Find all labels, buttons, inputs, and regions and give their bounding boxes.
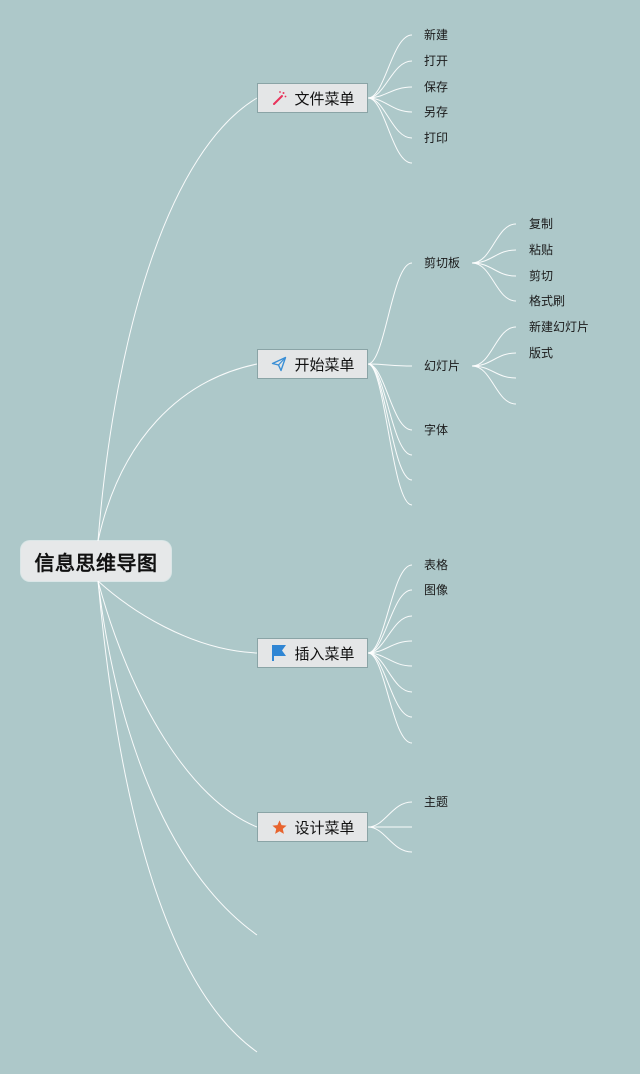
- connector-insert-6: [367, 652, 413, 693]
- connector-clipboard-4: [471, 262, 517, 302]
- connector-insert-3: [367, 615, 413, 654]
- connector-start-empty-3: [367, 363, 413, 506]
- connector-insert-4: [367, 640, 413, 654]
- leaf-copy[interactable]: 复制: [529, 217, 554, 231]
- connector-root-empty-1: [97, 580, 258, 936]
- connector-clipboard-2: [471, 249, 517, 264]
- connector-slides-2: [471, 352, 517, 367]
- branch-node-design-menu[interactable]: 设计菜单: [257, 812, 368, 842]
- paper-plane-icon: [270, 355, 288, 373]
- subnode-font[interactable]: 字体: [424, 423, 449, 437]
- connector-insert-1: [367, 564, 413, 654]
- connector-slides-4: [471, 365, 517, 405]
- leaf-image[interactable]: 图像: [424, 583, 449, 597]
- leaf-new[interactable]: 新建: [424, 28, 449, 42]
- connector-insert-7: [367, 652, 413, 718]
- flag-icon: [270, 644, 288, 662]
- connector-root-start: [97, 363, 258, 542]
- branch-label: 设计菜单: [294, 818, 355, 837]
- leaf-print[interactable]: 打印: [424, 131, 449, 145]
- branch-label: 文件菜单: [294, 89, 355, 108]
- leaf-save-as[interactable]: 另存: [424, 105, 449, 119]
- connector-root-design: [97, 580, 258, 828]
- leaf-new-slide[interactable]: 新建幻灯片: [529, 320, 590, 334]
- connector-start-empty-2: [367, 363, 413, 481]
- branch-node-file-menu[interactable]: 文件菜单: [257, 83, 368, 113]
- connector-root-insert: [97, 580, 258, 654]
- subnode-clipboard[interactable]: 剪切板: [424, 256, 461, 270]
- connector-file-3: [367, 86, 413, 99]
- star-icon: [270, 818, 288, 836]
- branch-node-insert-menu[interactable]: 插入菜单: [257, 638, 368, 668]
- root-node[interactable]: 信息思维导图: [21, 541, 171, 581]
- connector-start-clipboard: [367, 262, 413, 365]
- connector-start-font: [367, 363, 413, 431]
- leaf-format-painter[interactable]: 格式刷: [529, 294, 566, 308]
- connector-clipboard-1: [471, 223, 517, 264]
- connector-file-2: [367, 60, 413, 99]
- leaf-cut[interactable]: 剪切: [529, 269, 554, 283]
- leaf-open[interactable]: 打开: [424, 54, 449, 68]
- leaf-table[interactable]: 表格: [424, 558, 449, 572]
- root-title: 信息思维导图: [34, 550, 158, 575]
- leaf-paste[interactable]: 粘贴: [529, 243, 554, 257]
- connector-root-file: [97, 97, 258, 542]
- connector-slides-1: [471, 326, 517, 367]
- leaf-theme[interactable]: 主题: [424, 795, 449, 809]
- connector-insert-8: [367, 652, 413, 744]
- branch-node-start-menu[interactable]: 开始菜单: [257, 349, 368, 379]
- branch-label: 插入菜单: [294, 644, 355, 663]
- connector-design-3: [367, 826, 413, 853]
- magic-wand-icon: [270, 89, 288, 107]
- leaf-layout[interactable]: 版式: [529, 346, 554, 360]
- connector-root-empty-2: [97, 580, 258, 1053]
- leaf-save[interactable]: 保存: [424, 80, 449, 94]
- connector-insert-2: [367, 589, 413, 654]
- connector-design-1: [367, 801, 413, 828]
- branch-label: 开始菜单: [294, 355, 355, 374]
- connector-file-1: [367, 34, 413, 99]
- subnode-slides[interactable]: 幻灯片: [424, 359, 461, 373]
- connector-file-6: [367, 97, 413, 164]
- connector-start-slides: [367, 363, 413, 367]
